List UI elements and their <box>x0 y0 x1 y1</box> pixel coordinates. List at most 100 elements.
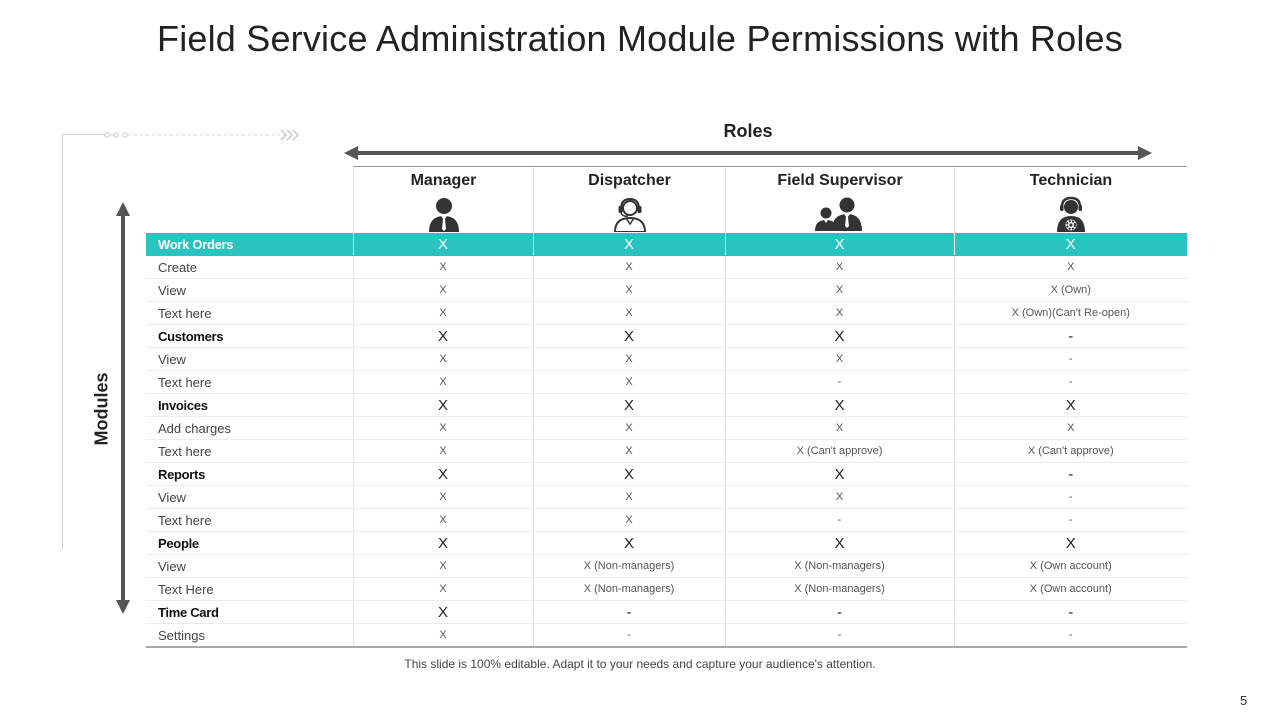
cell-field-supervisor: X <box>724 485 954 509</box>
cell-technician: X <box>953 255 1187 279</box>
modules-double-arrow <box>116 202 130 614</box>
cell-dispatcher: X <box>532 393 725 417</box>
cell-dispatcher: X <box>532 301 725 325</box>
dispatcher-headset-icon <box>613 197 646 232</box>
slide-title: Field Service Administration Module Perm… <box>157 18 1123 59</box>
cell-technician: X (Own account) <box>953 554 1187 578</box>
cell-dispatcher: X (Non-managers) <box>532 577 725 601</box>
cell-manager: X <box>352 623 533 648</box>
decorative-dots-chevrons <box>104 129 300 141</box>
permission-label: Text here <box>146 508 353 532</box>
cell-manager: X <box>352 439 533 463</box>
cell-dispatcher: X <box>532 370 725 394</box>
cell-dispatcher: X <box>532 508 725 532</box>
modules-axis-label: Modules <box>91 372 112 446</box>
cell-field-supervisor: X <box>724 393 954 417</box>
cell-manager: X <box>352 301 533 325</box>
cell-technician: X (Own)(Can't Re-open) <box>953 301 1187 325</box>
permission-label: View <box>146 485 353 509</box>
cell-dispatcher: X <box>532 416 725 440</box>
cell-technician: X <box>953 233 1187 256</box>
cell-dispatcher: X <box>532 462 725 486</box>
module-label: Reports <box>146 462 353 486</box>
cell-field-supervisor: X <box>724 233 954 256</box>
cell-field-supervisor: X <box>724 278 954 302</box>
module-label: People <box>146 531 353 555</box>
permission-label: View <box>146 554 353 578</box>
cell-field-supervisor: X (Non-managers) <box>724 577 954 601</box>
permission-label: Text here <box>146 301 353 325</box>
page-number: 5 <box>1240 693 1248 708</box>
cell-field-supervisor: - <box>724 370 954 394</box>
decorative-bracket-line <box>62 134 107 549</box>
cell-technician: X <box>953 416 1187 440</box>
cell-field-supervisor: X <box>724 347 954 371</box>
cell-dispatcher: X <box>532 233 725 256</box>
cell-dispatcher: - <box>532 600 725 624</box>
cell-manager: X <box>352 370 533 394</box>
cell-dispatcher: X <box>532 255 725 279</box>
cell-field-supervisor: X (Non-managers) <box>724 554 954 578</box>
cell-technician: X (Own account) <box>953 577 1187 601</box>
cell-field-supervisor: X <box>724 531 954 555</box>
cell-manager: X <box>352 347 533 371</box>
cell-technician: - <box>953 347 1187 371</box>
role-name: Dispatcher <box>588 172 671 189</box>
cell-manager: X <box>352 416 533 440</box>
cell-technician: - <box>953 485 1187 509</box>
cell-field-supervisor: X (Can't approve) <box>724 439 954 463</box>
cell-manager: X <box>352 577 533 601</box>
permission-label: Text here <box>146 439 353 463</box>
cell-field-supervisor: X <box>724 301 954 325</box>
cell-manager: X <box>352 531 533 555</box>
cell-field-supervisor: - <box>724 600 954 624</box>
role-header-technician: Technician <box>954 167 1187 234</box>
cell-technician: X <box>953 393 1187 417</box>
cell-dispatcher: X <box>532 347 725 371</box>
cell-manager: X <box>352 255 533 279</box>
cell-technician: - <box>953 623 1187 648</box>
cell-field-supervisor: X <box>724 462 954 486</box>
roles-double-arrow <box>344 146 1152 160</box>
cell-field-supervisor: - <box>724 508 954 532</box>
permission-label: View <box>146 278 353 302</box>
cell-technician: - <box>953 370 1187 394</box>
cell-dispatcher: X (Non-managers) <box>532 554 725 578</box>
cell-field-supervisor: X <box>724 416 954 440</box>
role-header-field-supervisor: Field Supervisor <box>725 167 954 234</box>
cell-dispatcher: X <box>532 324 725 348</box>
role-header-dispatcher: Dispatcher <box>533 167 725 234</box>
cell-field-supervisor: - <box>724 623 954 648</box>
module-label: Work Orders <box>146 233 353 256</box>
role-name: Manager <box>410 172 477 189</box>
cell-technician: X (Own) <box>953 278 1187 302</box>
cell-technician: - <box>953 600 1187 624</box>
cell-technician: X (Can't approve) <box>953 439 1187 463</box>
roles-header: Manager Dispatcher Field Supervisor <box>353 166 1187 234</box>
cell-manager: X <box>352 278 533 302</box>
role-header-manager: Manager <box>353 167 533 234</box>
cell-manager: X <box>352 508 533 532</box>
role-name: Field Supervisor <box>777 172 903 189</box>
cell-dispatcher: X <box>532 278 725 302</box>
cell-manager: X <box>352 324 533 348</box>
cell-technician: X <box>953 531 1187 555</box>
cell-manager: X <box>352 233 533 256</box>
cell-manager: X <box>352 393 533 417</box>
manager-person-icon <box>428 198 459 232</box>
permission-label: Text Here <box>146 577 353 601</box>
cell-technician: - <box>953 324 1187 348</box>
